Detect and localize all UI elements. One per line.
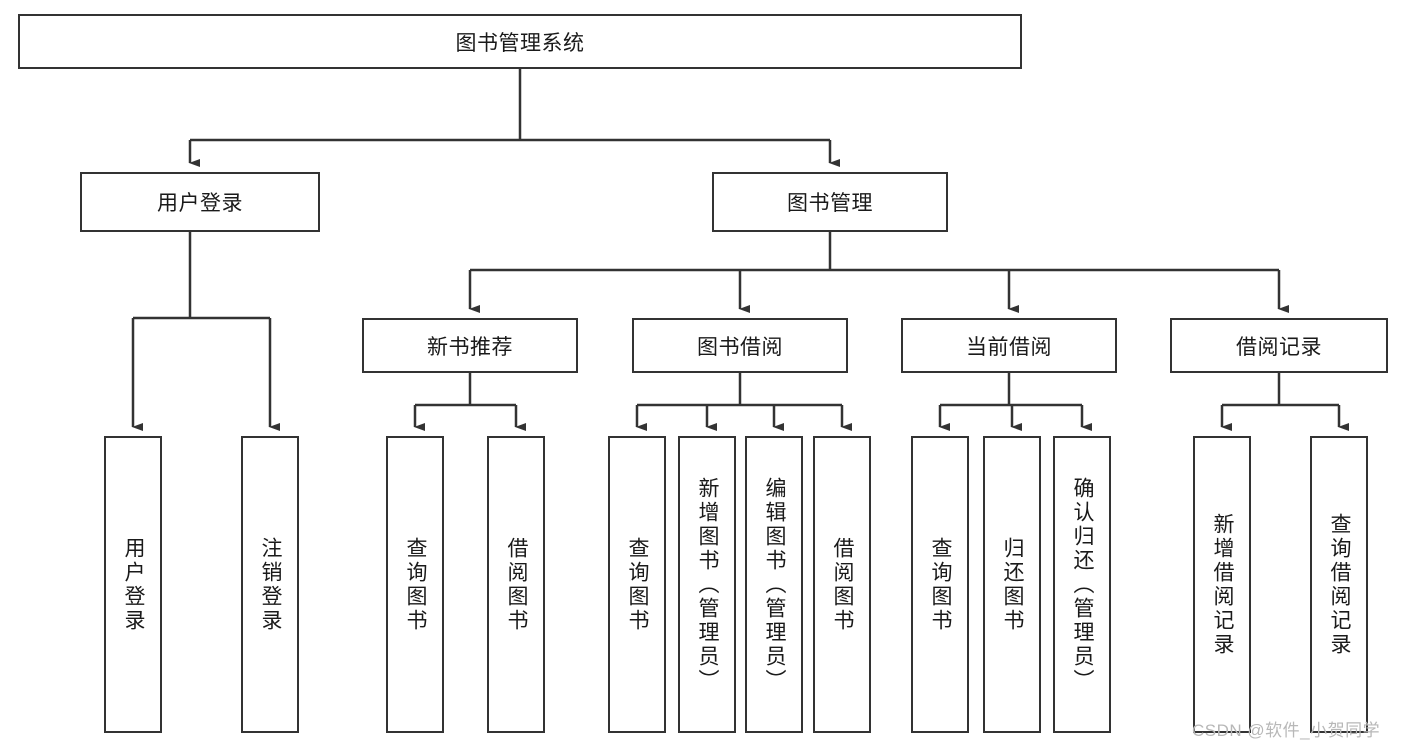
node-book-borrow[interactable]: 图书借阅: [632, 318, 848, 373]
node-leaf-edit-book-admin-label: 编辑图书（管理员）: [763, 476, 787, 693]
node-borrow-record-label: 借阅记录: [1236, 335, 1322, 359]
node-leaf-borrow-book-recommend[interactable]: 借阅图书: [487, 436, 545, 733]
node-leaf-query-book-borrow[interactable]: 查询图书: [608, 436, 666, 733]
node-leaf-borrow-book[interactable]: 借阅图书: [813, 436, 871, 733]
node-leaf-return-book-label: 归还图书: [1001, 536, 1025, 633]
node-leaf-user-logout-label: 注销登录: [259, 536, 283, 633]
node-leaf-user-login-label: 用户登录: [122, 536, 146, 633]
node-leaf-confirm-return-admin-label: 确认归还（管理员）: [1071, 476, 1095, 693]
node-leaf-add-borrow-record[interactable]: 新增借阅记录: [1193, 436, 1251, 733]
node-new-book-recommend-label: 新书推荐: [427, 335, 513, 359]
node-leaf-add-book-admin-label: 新增图书（管理员）: [696, 476, 720, 693]
node-new-book-recommend[interactable]: 新书推荐: [362, 318, 578, 373]
node-leaf-query-book-current[interactable]: 查询图书: [911, 436, 969, 733]
node-current-borrow-label: 当前借阅: [966, 335, 1052, 359]
node-leaf-user-logout[interactable]: 注销登录: [241, 436, 299, 733]
node-leaf-borrow-book-label: 借阅图书: [831, 536, 855, 633]
node-leaf-edit-book-admin[interactable]: 编辑图书（管理员）: [745, 436, 803, 733]
node-leaf-query-borrow-record-label: 查询借阅记录: [1328, 512, 1352, 657]
node-leaf-add-book-admin[interactable]: 新增图书（管理员）: [678, 436, 736, 733]
node-leaf-add-borrow-record-label: 新增借阅记录: [1211, 512, 1235, 657]
node-leaf-borrow-book-recommend-label: 借阅图书: [505, 536, 529, 633]
node-current-borrow[interactable]: 当前借阅: [901, 318, 1117, 373]
node-leaf-query-book-recommend[interactable]: 查询图书: [386, 436, 444, 733]
node-leaf-user-login[interactable]: 用户登录: [104, 436, 162, 733]
node-book-borrow-label: 图书借阅: [697, 335, 783, 359]
node-leaf-confirm-return-admin[interactable]: 确认归还（管理员）: [1053, 436, 1111, 733]
node-leaf-query-book-current-label: 查询图书: [929, 536, 953, 633]
node-borrow-record[interactable]: 借阅记录: [1170, 318, 1388, 373]
node-user-login[interactable]: 用户登录: [80, 172, 320, 232]
node-leaf-query-book-recommend-label: 查询图书: [404, 536, 428, 633]
node-leaf-query-borrow-record[interactable]: 查询借阅记录: [1310, 436, 1368, 733]
node-leaf-return-book[interactable]: 归还图书: [983, 436, 1041, 733]
node-book-manage-label: 图书管理: [787, 192, 873, 215]
node-root-label: 图书管理系统: [455, 31, 585, 55]
node-root[interactable]: 图书管理系统: [18, 14, 1022, 69]
watermark: CSDN @软件_小贺同学: [1192, 721, 1381, 740]
node-user-login-label: 用户登录: [157, 192, 243, 215]
node-leaf-query-book-borrow-label: 查询图书: [626, 536, 650, 633]
node-book-manage[interactable]: 图书管理: [712, 172, 948, 232]
